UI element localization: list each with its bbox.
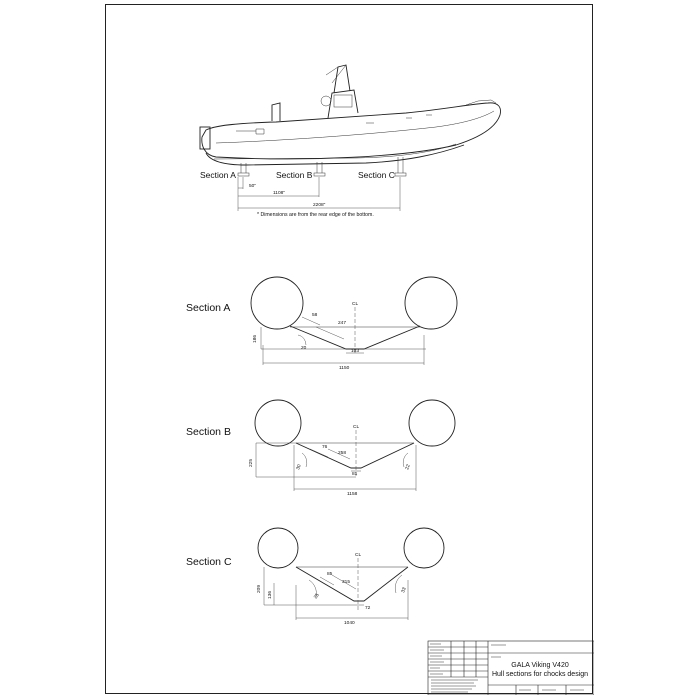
boat-t-top-strut bbox=[325, 64, 347, 84]
section-b-drawing: Section B CL 76 258 81 30 22 225 1158 bbox=[186, 399, 456, 497]
section-a-right-tube bbox=[404, 276, 458, 330]
section-a-flat: 103 bbox=[351, 348, 359, 354]
section-b-right-tube bbox=[408, 399, 456, 447]
section-b-hull bbox=[295, 442, 415, 469]
section-b-angle-left-arc bbox=[301, 452, 308, 468]
section-b-angle-right-arc bbox=[402, 452, 409, 468]
section-c-flat: 72 bbox=[365, 605, 371, 611]
chock-post-a bbox=[237, 163, 250, 177]
section-c-right-tube bbox=[403, 527, 445, 569]
section-c-left-tube bbox=[257, 527, 299, 569]
section-b-dim-short bbox=[309, 448, 329, 458]
dimension-note: * Dimensions are from the rear edge of t… bbox=[257, 212, 374, 218]
boat-tube-band bbox=[215, 110, 495, 144]
dim-section-b: 1108" bbox=[273, 190, 285, 196]
section-c-tag: Section C bbox=[358, 170, 395, 180]
boat-transom bbox=[199, 126, 211, 150]
dim-section-c: 2208" bbox=[313, 202, 326, 208]
section-c-angle-left: 25 bbox=[313, 592, 321, 600]
dim-section-a: 50" bbox=[249, 183, 256, 189]
chock-post-b bbox=[313, 162, 326, 177]
section-a-height: 186 bbox=[252, 335, 258, 343]
boat-dimensions bbox=[237, 177, 401, 211]
section-c-height-outer: 209 bbox=[256, 585, 262, 593]
section-c-angle-right: 33 bbox=[400, 586, 408, 593]
drawing-title: GALA Viking V420 bbox=[511, 662, 569, 669]
section-c-dim-short bbox=[319, 576, 335, 586]
section-b-cl: CL bbox=[353, 424, 359, 430]
section-a-width: 1150 bbox=[339, 365, 350, 371]
section-c-slope-short: 85 bbox=[327, 571, 333, 577]
title-block: GALA Viking V420 Hull sections for chock… bbox=[427, 640, 594, 695]
section-a-slope-long: 247 bbox=[338, 320, 346, 326]
section-c-width: 1040 bbox=[344, 620, 355, 626]
boat-bow-rail bbox=[465, 99, 497, 106]
boat-hull-bottom bbox=[205, 144, 465, 166]
section-b-left-tube bbox=[254, 399, 302, 447]
section-a-dim-short bbox=[301, 316, 321, 326]
section-c-height-inner: 136 bbox=[267, 591, 273, 599]
drawing-subtitle: Hull sections for chocks design bbox=[492, 671, 588, 678]
section-c-title: Section C bbox=[186, 556, 232, 568]
boat-tube-outline bbox=[201, 102, 501, 160]
section-b-angle-left: 30 bbox=[295, 463, 303, 470]
section-b-flat: 81 bbox=[352, 471, 358, 477]
title-block-frame bbox=[427, 640, 594, 695]
section-b-angle-right: 22 bbox=[404, 463, 412, 470]
section-b-slope-long: 258 bbox=[338, 450, 346, 456]
section-a-angle-arc bbox=[297, 334, 307, 346]
section-a-slope-short: 58 bbox=[312, 312, 318, 318]
section-c-hull bbox=[295, 566, 409, 602]
boat-console bbox=[327, 89, 359, 119]
boat-tube-details bbox=[236, 114, 432, 135]
section-a-cl: CL bbox=[352, 301, 358, 307]
section-a-left-tube bbox=[250, 276, 304, 330]
title-block-fine-print bbox=[430, 643, 584, 693]
boat-side-view: Section A Section B Section C 50" 1108" … bbox=[199, 64, 501, 218]
section-c-cl: CL bbox=[355, 552, 361, 558]
drawing-sheet: Section A Section B Section C 50" 1108" … bbox=[105, 4, 594, 695]
section-c-dim-long bbox=[331, 574, 357, 590]
section-c-drawing: Section C CL 85 315 72 25 33 209 136 104… bbox=[186, 527, 445, 626]
boat-seat bbox=[271, 102, 281, 121]
technical-drawing: Section A Section B Section C 50" 1108" … bbox=[186, 64, 594, 695]
boat-steering-wheel bbox=[320, 95, 332, 107]
chock-post-c bbox=[394, 157, 407, 177]
boat-t-top-frame bbox=[333, 64, 351, 94]
section-a-title: Section A bbox=[186, 302, 230, 314]
section-b-dim-long bbox=[327, 448, 351, 460]
section-c-angle-left-arc bbox=[308, 579, 317, 598]
section-a-dim-long bbox=[315, 326, 345, 340]
section-c-angle-right-arc bbox=[395, 574, 403, 594]
boat-hull-line bbox=[213, 143, 457, 160]
section-b-height: 225 bbox=[248, 459, 254, 467]
section-b-width: 1158 bbox=[347, 491, 358, 497]
section-b-title: Section B bbox=[186, 426, 231, 438]
boat-console-panel bbox=[333, 94, 353, 108]
section-b-tag: Section B bbox=[276, 170, 313, 180]
section-b-slope-short: 76 bbox=[322, 444, 328, 450]
section-a-angle: 20 bbox=[301, 345, 307, 351]
section-a-drawing: Section A CL 58 247 103 20 186 1150 bbox=[186, 276, 458, 371]
section-c-slope-long: 315 bbox=[342, 579, 350, 585]
section-a-tag: Section A bbox=[200, 170, 236, 180]
